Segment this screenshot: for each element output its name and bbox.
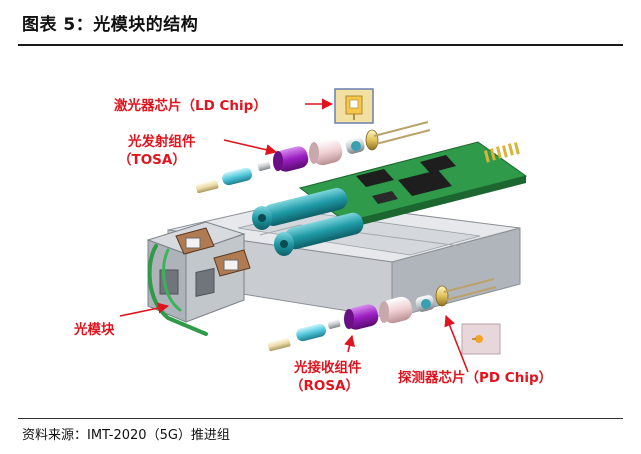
- source-rule: [18, 418, 623, 419]
- pd-chip-inset: [461, 323, 501, 355]
- pd-chip-label: 探测器芯片（PD Chip）: [398, 369, 552, 386]
- ld-chip-label: 激光器芯片（LD Chip）: [114, 97, 267, 114]
- tosa-exploded-parts: [195, 121, 431, 194]
- ld-chip-inset: [334, 88, 374, 124]
- module-arrow: [119, 302, 170, 317]
- tosa-arrow: [223, 139, 278, 156]
- mounted-receptacles: [252, 188, 364, 256]
- rosa-exploded-parts: [267, 278, 497, 352]
- title-rule: [18, 44, 623, 46]
- rosa-arrow: [344, 334, 355, 353]
- tosa-label-cn: 光发射组件: [127, 133, 196, 150]
- rosa-label-cn: 光接收组件: [293, 359, 362, 376]
- source-note: 资料来源：IMT-2020（5G）推进组: [22, 428, 230, 443]
- tosa-label-en: （TOSA）: [118, 152, 186, 168]
- pcb-board: [298, 141, 528, 229]
- module-label: 光模块: [73, 321, 115, 338]
- pd-chip-arrow: [444, 314, 469, 373]
- figure-title: 图表 5：光模块的结构: [22, 15, 199, 35]
- rosa-label-en: （ROSA）: [290, 378, 359, 394]
- callout-arrows: [119, 98, 469, 373]
